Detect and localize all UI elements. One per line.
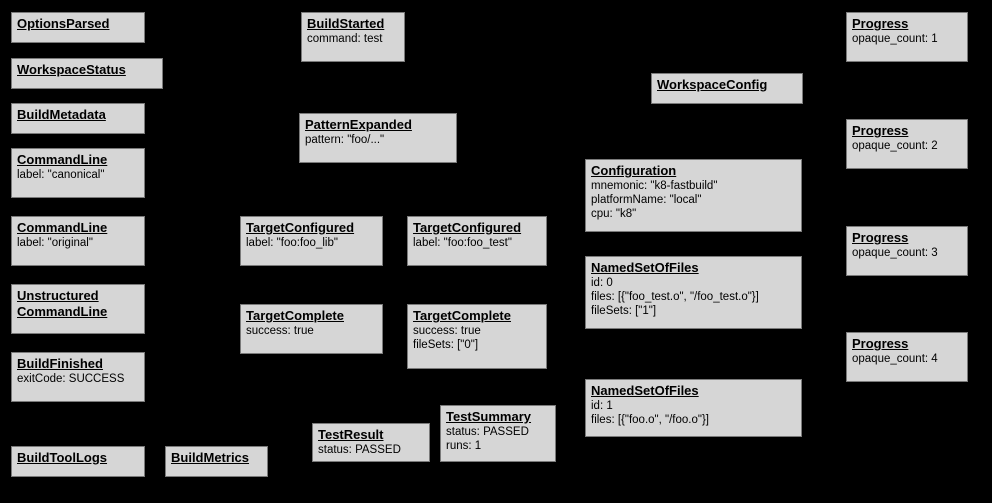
event-node-progress-3[interactable]: Progress opaque_count: 3 (846, 226, 968, 276)
event-node-title: TargetConfigured (413, 220, 522, 235)
event-node-field: opaque_count: 3 (852, 247, 938, 259)
event-node-field: exitCode: SUCCESS (17, 373, 125, 385)
event-node-title: Unstructured (17, 288, 99, 303)
event-node-title: TargetComplete (413, 308, 511, 323)
event-node-field: opaque_count: 4 (852, 353, 938, 365)
event-node-field: label: "foo:foo_test" (413, 237, 512, 249)
event-node-title: BuildFinished (17, 356, 103, 371)
event-node-field: label: "foo:foo_lib" (246, 237, 338, 249)
event-node-field: label: "canonical" (17, 169, 105, 181)
event-node-title: NamedSetOfFiles (591, 383, 699, 398)
event-node-title: WorkspaceStatus (17, 62, 126, 77)
event-node-field: files: [{"foo.o", "/foo.o"}] (591, 414, 709, 426)
event-node-pattern-expanded[interactable]: PatternExpanded pattern: "foo/..." (299, 113, 457, 163)
event-node-options-parsed[interactable]: OptionsParsed (11, 12, 145, 43)
event-node-named-set-of-files-1[interactable]: NamedSetOfFiles id: 1 files: [{"foo.o", "/… (585, 379, 802, 437)
event-node-test-result[interactable]: TestResult status: PASSED (312, 423, 430, 462)
event-node-title: CommandLine (17, 304, 108, 319)
event-node-field: opaque_count: 2 (852, 140, 938, 152)
event-node-build-started[interactable]: BuildStarted command: test (301, 12, 405, 62)
event-node-target-configured-foo-lib[interactable]: TargetConfigured label: "foo:foo_lib" (240, 216, 383, 266)
event-node-title: BuildMetrics (171, 450, 250, 465)
event-node-configuration[interactable]: Configuration mnemonic: "k8-fastbuild" pla… (585, 159, 802, 232)
event-node-title: TestSummary (446, 409, 532, 424)
event-node-title: WorkspaceConfig (657, 77, 768, 92)
event-node-title: Progress (852, 230, 909, 245)
event-node-test-summary[interactable]: TestSummary status: PASSED runs: 1 (440, 405, 556, 462)
event-node-build-metadata[interactable]: BuildMetadata (11, 103, 145, 134)
event-node-field: platformName: "local" (591, 194, 702, 206)
event-node-field: opaque_count: 1 (852, 33, 938, 45)
event-node-title: CommandLine (17, 220, 108, 235)
event-node-title: Progress (852, 336, 909, 351)
event-node-named-set-of-files-0[interactable]: NamedSetOfFiles id: 0 files: [{"foo_test.o… (585, 256, 802, 329)
event-node-target-configured-foo-test[interactable]: TargetConfigured label: "foo:foo_test" (407, 216, 547, 266)
event-node-target-complete-foo-lib[interactable]: TargetComplete success: true (240, 304, 383, 354)
event-node-title: Progress (852, 123, 909, 138)
event-node-build-metrics[interactable]: BuildMetrics (165, 446, 268, 477)
event-node-field: status: PASSED (446, 426, 529, 438)
event-node-field: id: 0 (591, 277, 613, 289)
event-node-target-complete-foo-test[interactable]: TargetComplete success: true fileSets: ["0… (407, 304, 547, 369)
event-node-field: fileSets: ["1"] (591, 305, 657, 317)
event-node-field: label: "original" (17, 237, 93, 249)
event-node-title: CommandLine (17, 152, 108, 167)
event-node-progress-1[interactable]: Progress opaque_count: 1 (846, 12, 968, 62)
event-node-field: pattern: "foo/..." (305, 134, 385, 146)
event-node-title: PatternExpanded (305, 117, 412, 132)
event-node-progress-2[interactable]: Progress opaque_count: 2 (846, 119, 968, 169)
event-node-title: NamedSetOfFiles (591, 260, 699, 275)
event-node-field: success: true (413, 325, 481, 337)
event-node-field: id: 1 (591, 400, 613, 412)
event-node-field: command: test (307, 33, 383, 45)
event-node-field: cpu: "k8" (591, 208, 637, 220)
event-node-workspace-config[interactable]: WorkspaceConfig (651, 73, 803, 104)
event-node-command-line-original[interactable]: CommandLine label: "original" (11, 216, 145, 266)
event-node-progress-4[interactable]: Progress opaque_count: 4 (846, 332, 968, 382)
event-node-title: OptionsParsed (17, 16, 110, 31)
event-node-title: BuildStarted (307, 16, 385, 31)
event-node-title: TestResult (318, 427, 384, 442)
event-node-title: Progress (852, 16, 909, 31)
event-node-title: BuildToolLogs (17, 450, 108, 465)
event-node-title: TargetComplete (246, 308, 344, 323)
event-node-field: status: PASSED (318, 444, 401, 456)
event-node-field: fileSets: ["0"] (413, 339, 479, 351)
event-node-title: BuildMetadata (17, 107, 106, 122)
event-node-build-tool-logs[interactable]: BuildToolLogs (11, 446, 145, 477)
event-node-build-finished[interactable]: BuildFinished exitCode: SUCCESS (11, 352, 145, 402)
event-node-title: TargetConfigured (246, 220, 355, 235)
event-node-workspace-status[interactable]: WorkspaceStatus (11, 58, 163, 89)
event-node-field: success: true (246, 325, 314, 337)
event-node-field: mnemonic: "k8-fastbuild" (591, 180, 718, 192)
event-node-command-line-canonical[interactable]: CommandLine label: "canonical" (11, 148, 145, 198)
event-node-field: files: [{"foo_test.o", "/foo_test.o"}] (591, 291, 759, 303)
event-node-title: Configuration (591, 163, 677, 178)
event-node-field: runs: 1 (446, 440, 482, 452)
